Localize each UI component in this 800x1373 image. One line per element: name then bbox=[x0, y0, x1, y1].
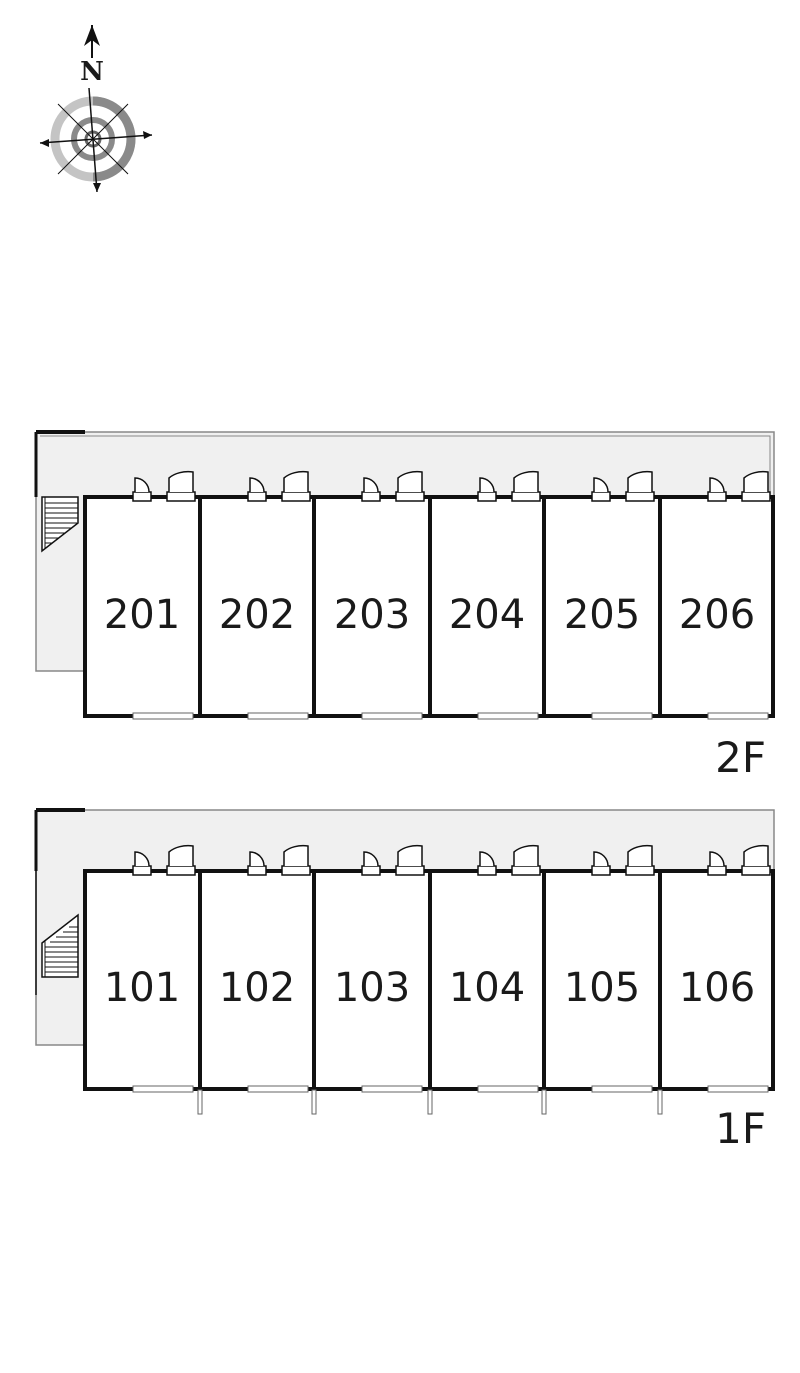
floor-label-1f: 1F bbox=[715, 1104, 766, 1153]
window-icon bbox=[477, 712, 539, 720]
windows-1f bbox=[132, 1085, 769, 1093]
landing-outline-2f bbox=[35, 432, 85, 672]
door-icon bbox=[591, 844, 655, 876]
unit-number: 203 bbox=[334, 592, 410, 638]
unit-number: 206 bbox=[679, 592, 755, 638]
floor-2f: 201 202 203 204 205 206 bbox=[34, 430, 775, 782]
compass-diag-line-2 bbox=[57, 103, 129, 175]
door-icon bbox=[132, 844, 196, 876]
unit-106[interactable]: 106 bbox=[658, 869, 775, 1091]
window-icon bbox=[361, 712, 423, 720]
corridor-inner-outline-2f bbox=[40, 435, 771, 497]
unit-number: 104 bbox=[449, 965, 525, 1011]
unit-number: 201 bbox=[104, 592, 180, 638]
floor-label-2f: 2F bbox=[715, 733, 766, 782]
unit-205[interactable]: 205 bbox=[542, 495, 662, 718]
window-icon bbox=[477, 1085, 539, 1093]
doors-1f bbox=[132, 844, 771, 876]
compass-inner-ring bbox=[71, 117, 115, 161]
stairs-icon bbox=[41, 496, 79, 553]
unit-number: 106 bbox=[679, 965, 755, 1011]
unit-number: 102 bbox=[219, 965, 295, 1011]
unit-102[interactable]: 102 bbox=[198, 869, 316, 1091]
unit-number: 105 bbox=[564, 965, 640, 1011]
window-icon bbox=[707, 712, 769, 720]
compass-ns-line bbox=[88, 87, 98, 193]
door-icon bbox=[477, 470, 541, 502]
compass-west-tip bbox=[40, 139, 49, 147]
unit-206[interactable]: 206 bbox=[658, 495, 775, 718]
unit-105[interactable]: 105 bbox=[542, 869, 662, 1091]
doors-2f bbox=[132, 470, 771, 502]
door-icon bbox=[361, 844, 425, 876]
unit-number: 204 bbox=[449, 592, 525, 638]
door-icon bbox=[707, 470, 771, 502]
window-icon bbox=[591, 1085, 653, 1093]
unit-number: 202 bbox=[219, 592, 295, 638]
unit-202[interactable]: 202 bbox=[198, 495, 316, 718]
window-icon bbox=[247, 712, 309, 720]
window-icon bbox=[361, 1085, 423, 1093]
stairs-icon bbox=[41, 913, 79, 978]
north-arrow-head bbox=[84, 25, 100, 46]
window-icon bbox=[707, 1085, 769, 1093]
door-icon bbox=[591, 470, 655, 502]
door-icon bbox=[707, 844, 771, 876]
door-icon bbox=[132, 470, 196, 502]
door-icon bbox=[247, 844, 311, 876]
corridor-outline-2f bbox=[36, 431, 775, 497]
unit-101[interactable]: 101 bbox=[83, 869, 202, 1091]
window-icon bbox=[247, 1085, 309, 1093]
compass-rose-icon: N bbox=[39, 25, 153, 193]
window-icon bbox=[591, 712, 653, 720]
door-icon bbox=[477, 844, 541, 876]
door-icon bbox=[247, 470, 311, 502]
corridor-outline-1f bbox=[36, 809, 775, 871]
north-label: N bbox=[80, 57, 104, 87]
compass-east-tip bbox=[143, 131, 152, 139]
compass-south-tip bbox=[93, 183, 101, 192]
unit-104[interactable]: 104 bbox=[428, 869, 546, 1091]
unit-203[interactable]: 203 bbox=[312, 495, 432, 718]
floor-1f: 101 102 103 104 105 106 bbox=[34, 808, 775, 1153]
partition-fins-1f bbox=[197, 1089, 663, 1115]
unit-204[interactable]: 204 bbox=[428, 495, 546, 718]
unit-201[interactable]: 201 bbox=[83, 495, 202, 718]
unit-number: 103 bbox=[334, 965, 410, 1011]
compass-ew-line bbox=[39, 134, 153, 144]
windows-2f bbox=[132, 712, 769, 720]
door-icon bbox=[361, 470, 425, 502]
unit-103[interactable]: 103 bbox=[312, 869, 432, 1091]
window-icon bbox=[132, 1085, 194, 1093]
window-icon bbox=[132, 712, 194, 720]
unit-number: 205 bbox=[564, 592, 640, 638]
unit-number: 101 bbox=[104, 965, 180, 1011]
compass-outer-ring-dark bbox=[92, 96, 136, 182]
